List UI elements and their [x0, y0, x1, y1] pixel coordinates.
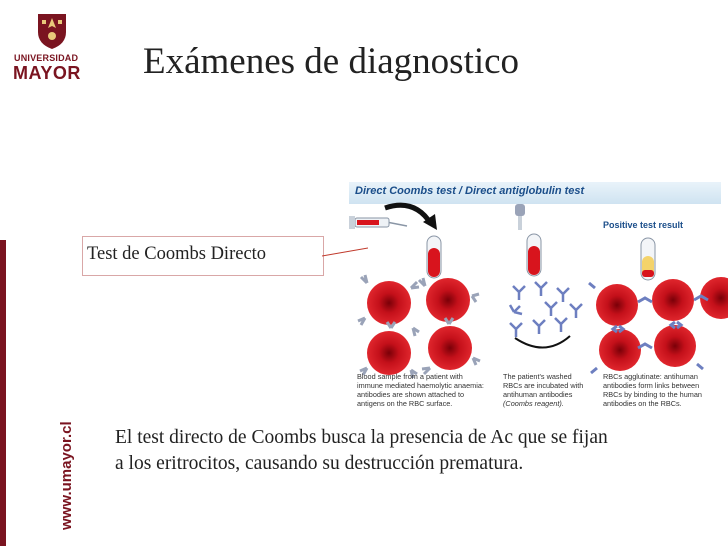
syringe-icon [349, 216, 408, 229]
coombs-reagent-antibodies [508, 281, 583, 337]
body-line-1: El test directo de Coombs busca la prese… [115, 427, 608, 448]
figure-header: Direct Coombs test / Direct antiglobulin… [349, 182, 721, 204]
website-url[interactable]: www.umayor.cl [58, 421, 75, 530]
coombs-label-text: Test de Coombs Directo [87, 244, 267, 264]
coombs-label-box: Test de Coombs Directo [82, 236, 324, 276]
caption-step-3: RBCs agglutinate: antihuman antibodies f… [603, 372, 702, 408]
test-tube-icon [526, 233, 542, 277]
university-logo: UNIVERSIDAD MAYOR [10, 8, 90, 88]
body-line-2: a los eritrocitos, causando su destrucci… [115, 453, 524, 474]
positive-result-label: Positive test result [603, 220, 684, 230]
red-blood-cells-group-1 [357, 274, 481, 379]
brand-strip [0, 240, 6, 546]
logo-text-mayor: MAYOR [13, 63, 81, 83]
test-tube-icon [640, 237, 656, 281]
figure-header-text: Direct Coombs test / Direct antiglobulin… [355, 185, 585, 197]
caption-step-2: The patient's washed RBCs are incubated … [503, 372, 584, 408]
arrow-head-icon [423, 214, 437, 230]
coombs-test-figure: Direct Coombs test / Direct antiglobulin… [345, 178, 728, 418]
shield-icon [38, 14, 66, 49]
caption-step-1: Blood sample from a patient with immune … [357, 372, 484, 408]
arrow-icon [514, 335, 571, 349]
label-connector-line [322, 247, 368, 257]
slide-body-text: El test directo de Coombs busca la prese… [115, 425, 608, 477]
logo-text-university: UNIVERSIDAD [14, 53, 79, 63]
figure-illustration [349, 202, 728, 379]
dropper-icon [515, 204, 525, 230]
slide-title: Exámenes de diagnostico [143, 41, 520, 82]
arrow-icon [384, 202, 434, 226]
red-blood-cells-group-3 [588, 277, 728, 375]
test-tube-icon [426, 235, 442, 279]
